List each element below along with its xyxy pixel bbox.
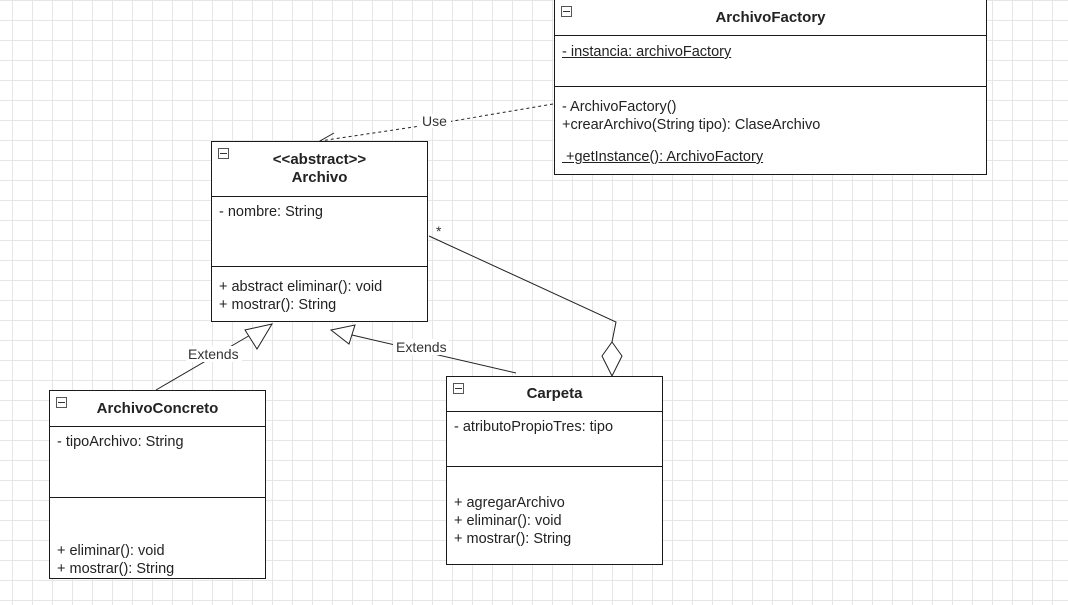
use-label: Use xyxy=(422,113,447,129)
attributes-section: - atributoPropioTres: tipo xyxy=(447,412,662,467)
attribute-row: - instancia: archivoFactory xyxy=(562,44,732,60)
extends-left-label-bg xyxy=(186,346,242,362)
extends-left-label: Extends xyxy=(188,346,239,362)
collapse-icon[interactable] xyxy=(453,383,464,394)
operation-row: - ArchivoFactory() xyxy=(562,99,677,115)
extends-right-label-bg xyxy=(393,339,449,355)
operation-row: +crearArchivo(String tipo): ClaseArchivo xyxy=(562,117,821,133)
operations-section: + agregarArchivo + eliminar(): void + mo… xyxy=(447,467,662,564)
class-carpeta-header: Carpeta xyxy=(447,377,662,412)
operation-row: + eliminar(): void xyxy=(454,513,562,529)
class-carpeta[interactable]: Carpeta - atributoPropioTres: tipo + agr… xyxy=(446,376,663,565)
collapse-icon[interactable] xyxy=(56,397,67,408)
class-archivo[interactable]: <<abstract>> Archivo - nombre: String + … xyxy=(211,141,428,322)
operation-row: + mostrar(): String xyxy=(57,561,175,577)
use-dependency-line[interactable] xyxy=(319,103,554,142)
class-archivo-factory-header: ArchivoFactory xyxy=(555,0,986,36)
aggregation-line[interactable] xyxy=(428,235,617,343)
collapse-icon[interactable] xyxy=(218,148,229,159)
extends-right-label: Extends xyxy=(396,339,447,355)
use-label-bg xyxy=(419,114,451,128)
attribute-row: - nombre: String xyxy=(219,204,323,220)
operation-row: + mostrar(): String xyxy=(219,297,337,313)
operation-row: + abstract eliminar(): void xyxy=(219,279,383,295)
operations-section: + eliminar(): void + mostrar(): String xyxy=(50,498,265,578)
class-archivo-concreto-header: ArchivoConcreto xyxy=(50,391,265,427)
attribute-row: - tipoArchivo: String xyxy=(57,434,184,450)
operations-section: - ArchivoFactory() +crearArchivo(String … xyxy=(555,87,986,174)
operation-row: + eliminar(): void xyxy=(57,543,165,559)
attribute-row: - atributoPropioTres: tipo xyxy=(454,419,614,435)
attributes-section: - tipoArchivo: String xyxy=(50,427,265,498)
class-name: Carpeta xyxy=(526,385,583,402)
extends-left-triangle xyxy=(244,323,274,350)
class-name: ArchivoConcreto xyxy=(96,399,219,417)
class-archivo-factory[interactable]: ArchivoFactory - instancia: archivoFacto… xyxy=(554,0,987,175)
multiplicity-label: * xyxy=(436,223,442,239)
class-stereotype: <<abstract>> xyxy=(272,151,367,168)
extends-right-triangle xyxy=(329,324,356,345)
operation-row: +getInstance(): ArchivoFactory xyxy=(562,149,764,165)
operations-section: + abstract eliminar(): void + mostrar():… xyxy=(212,267,427,321)
attributes-section: - nombre: String xyxy=(212,197,427,267)
collapse-icon[interactable] xyxy=(561,6,572,17)
class-name: ArchivoFactory xyxy=(715,8,826,26)
aggregation-diamond xyxy=(601,341,623,378)
class-name: Archivo xyxy=(291,169,348,186)
operation-row: + mostrar(): String xyxy=(454,531,572,547)
operation-row: + agregarArchivo xyxy=(454,495,565,511)
attributes-section: - instancia: archivoFactory xyxy=(555,36,986,87)
class-archivo-concreto[interactable]: ArchivoConcreto - tipoArchivo: String + … xyxy=(49,390,266,579)
class-archivo-header: <<abstract>> Archivo xyxy=(212,142,427,197)
